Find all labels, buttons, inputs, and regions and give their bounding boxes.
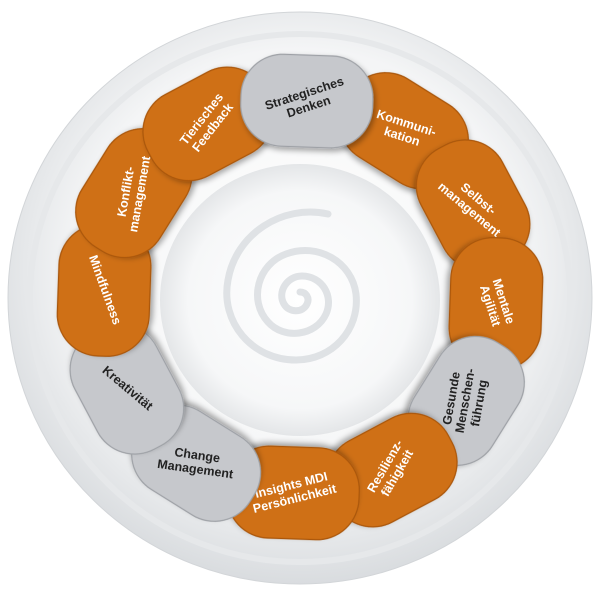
- inner-disc: [160, 164, 440, 436]
- disc-rim: [27, 31, 573, 565]
- segment-label-line: Change: [173, 445, 220, 465]
- segment-label: Kommuni-kation: [370, 107, 437, 153]
- segment-shape: [240, 53, 374, 149]
- spiral-icon: [223, 208, 360, 364]
- segment-label: GesundeMenschen-führung: [439, 365, 492, 437]
- segment-ring: Kommuni-kationSelbst-managementMentaleAg…: [56, 53, 544, 541]
- segment-strategisches-denken: StrategischesDenken: [240, 53, 374, 149]
